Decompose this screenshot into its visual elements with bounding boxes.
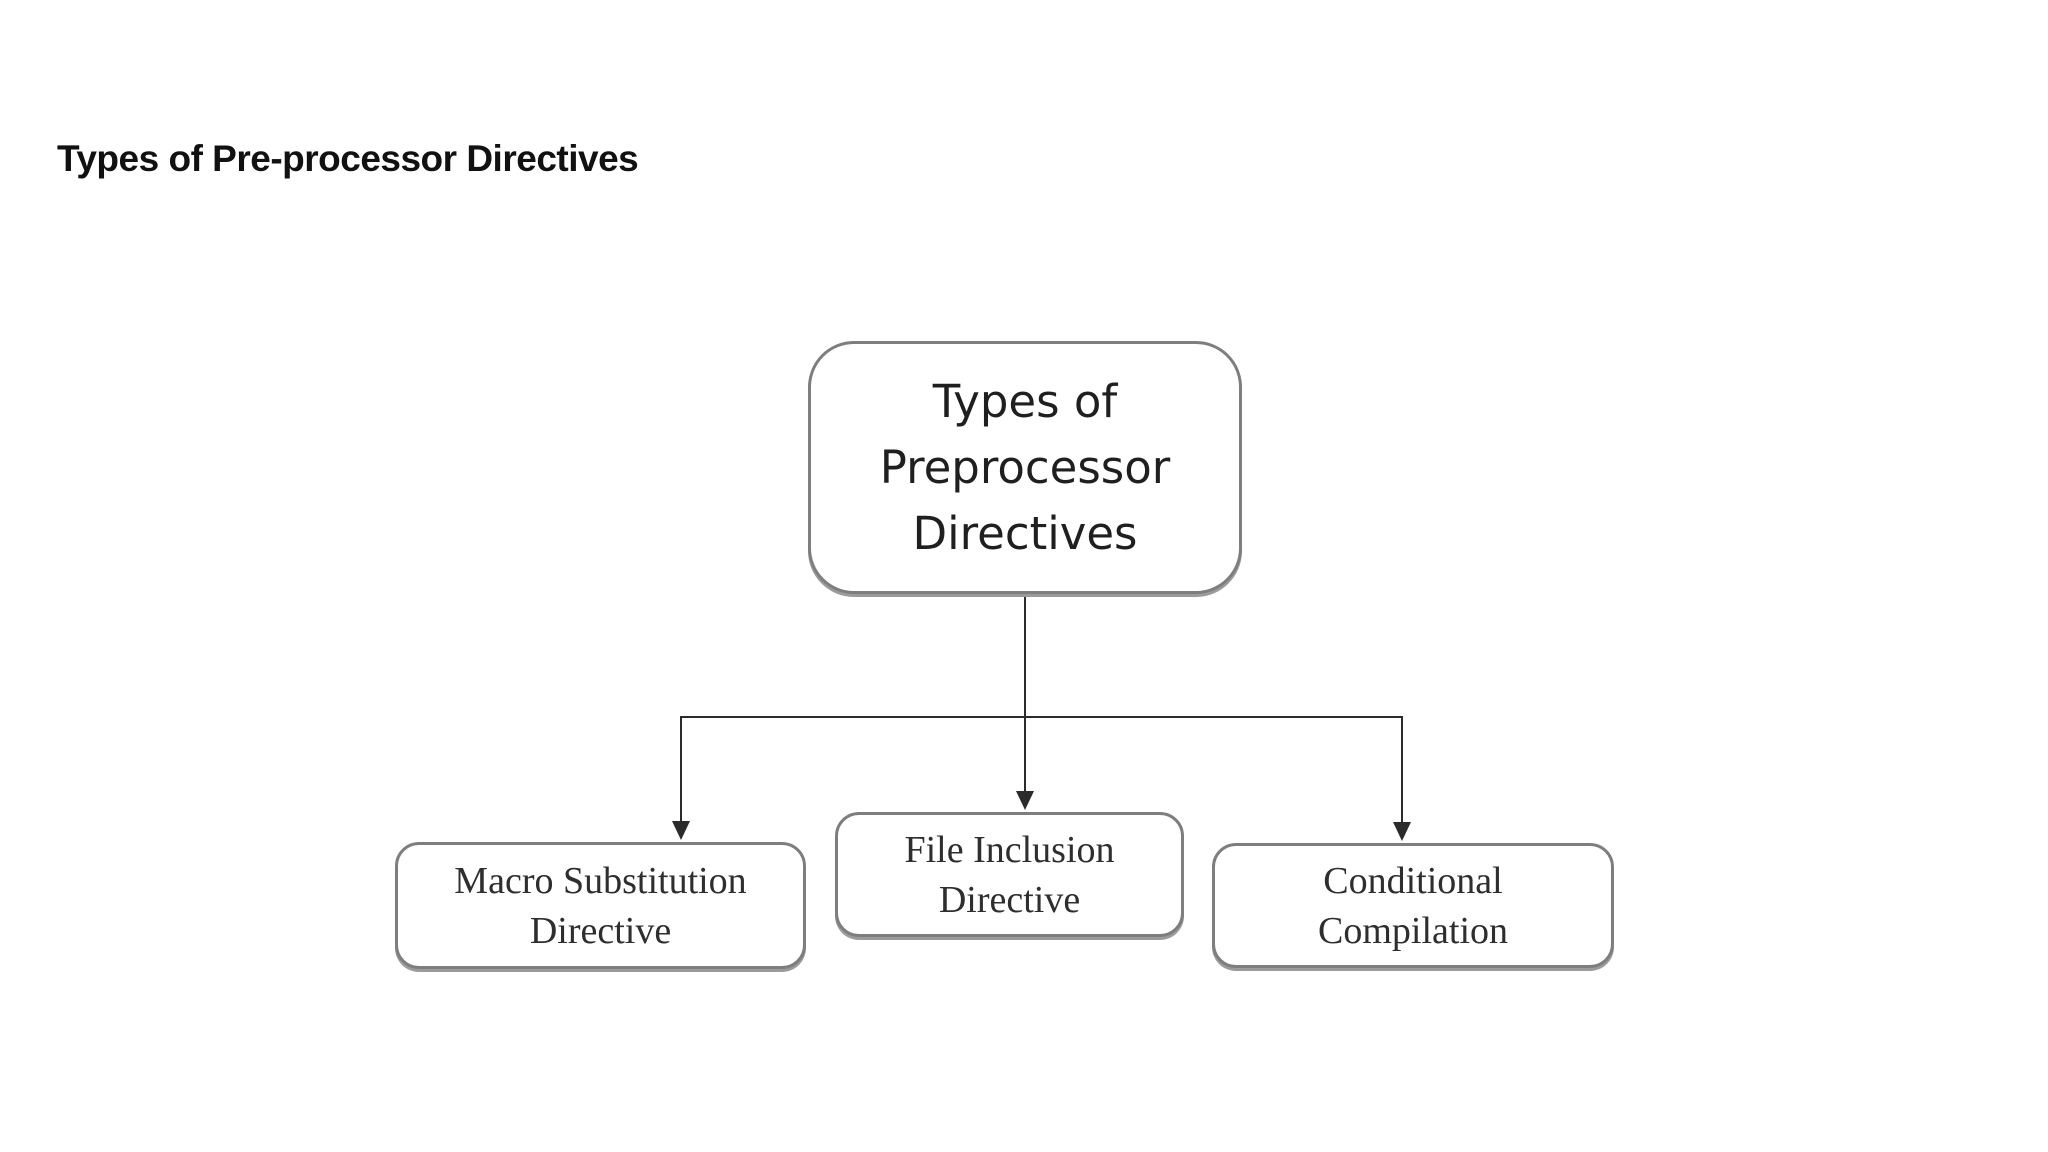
node-conditional-compilation: Conditional Compilation (1212, 843, 1614, 968)
node-label-line: Types of (932, 374, 1118, 428)
node-label-line: Directives (912, 506, 1138, 560)
node-label-line: Directive (529, 909, 672, 952)
arrowhead-right-icon (1393, 822, 1411, 841)
node-label-line: Preprocessor (879, 440, 1171, 494)
node-label-line: Conditional (1323, 859, 1503, 902)
node-label-line: Directive (938, 878, 1081, 921)
arrowhead-left-icon (672, 821, 690, 840)
node-macro-substitution-directive: Macro Substitution Directive (395, 842, 806, 969)
node-label-line: Compilation (1318, 909, 1508, 952)
page-title: Types of Pre-processor Directives (57, 138, 639, 179)
node-label-line: File Inclusion (904, 828, 1115, 871)
node-label-line: Macro Substitution (454, 859, 747, 902)
node-file-inclusion-directive: File Inclusion Directive (835, 812, 1184, 937)
arrowhead-middle-icon (1016, 791, 1034, 810)
node-types-of-preprocessor-directives: Types of Preprocessor Directives (808, 341, 1242, 594)
